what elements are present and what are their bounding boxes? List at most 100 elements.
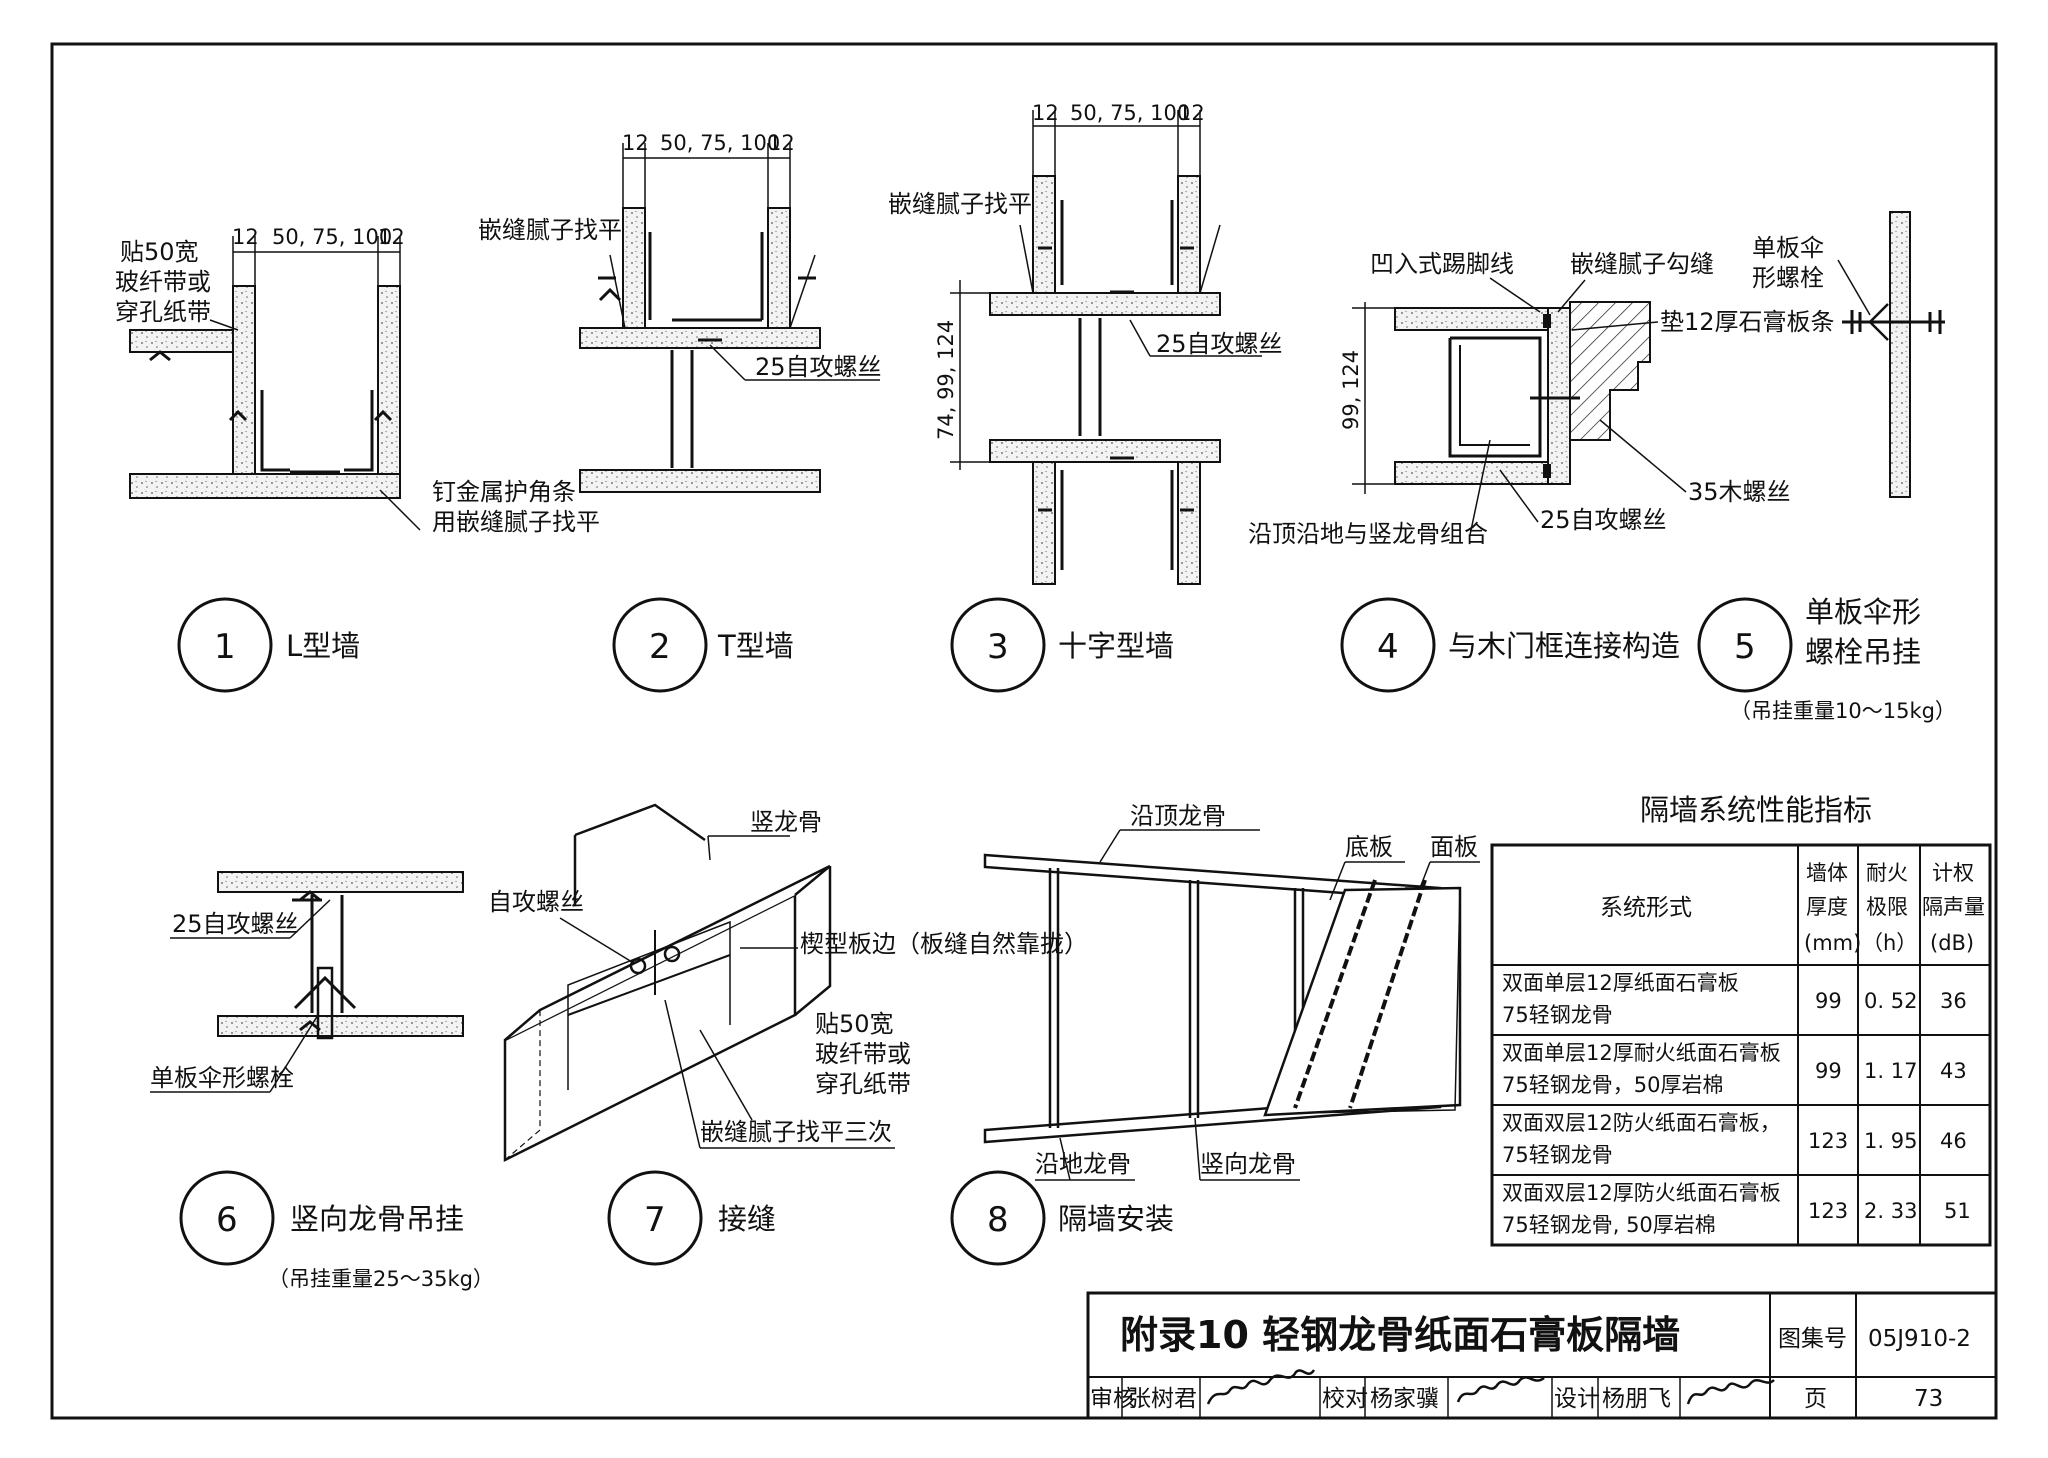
d8-number: 8 bbox=[987, 1200, 1009, 1240]
d1-tape-label-3: 穿孔纸带 bbox=[115, 298, 211, 326]
th-system: 系统形式 bbox=[1600, 895, 1692, 921]
th-sound-1: 计权 bbox=[1932, 861, 1974, 885]
d6-bolt-label: 单板伞形螺栓 bbox=[150, 1064, 294, 1092]
designer-signature bbox=[1686, 1378, 1775, 1405]
d3-dim-side: 74, 99, 124 bbox=[934, 320, 958, 440]
review-label: 审核 bbox=[1090, 1386, 1136, 1412]
designer-name: 杨朋飞 bbox=[1602, 1386, 1671, 1412]
performance-table: 隔墙系统性能指标 系统形式 墙体 厚度 (mm) 耐火 极限 （h） 计权 隔声… bbox=[1490, 793, 1992, 1247]
d7-putty-label: 嵌缝腻子找平三次 bbox=[700, 1118, 892, 1146]
row2-fire: 1. 17 bbox=[1864, 1059, 1917, 1083]
d4-screw-label: 25自攻螺丝 bbox=[1540, 506, 1667, 534]
detail-4-door-frame: 99, 124 凹入式踢脚线 嵌缝腻子勾缝 垫12厚石膏板条 35木螺丝 25自… bbox=[1248, 250, 1835, 693]
row3-system-1: 双面双层12防火纸面石膏板， bbox=[1502, 1111, 1781, 1135]
d1-caption: L型墙 bbox=[286, 629, 360, 663]
d2-number: 2 bbox=[649, 627, 671, 667]
d7-stud-label: 竖龙骨 bbox=[750, 808, 822, 836]
detail-3-cross-wall: 12 50, 75, 100 12 74, 99, 124 嵌缝腻子找平 25自… bbox=[888, 101, 1283, 693]
design-label: 设计 bbox=[1554, 1386, 1600, 1412]
th-fire-3: （h） bbox=[1862, 931, 1917, 955]
th-sound-3: (dB) bbox=[1930, 931, 1974, 955]
d7-number: 7 bbox=[644, 1200, 666, 1240]
d4-skirting-label: 凹入式踢脚线 bbox=[1370, 250, 1514, 278]
d4-number: 4 bbox=[1377, 627, 1399, 667]
d4-pad-label: 垫12厚石膏板条 bbox=[1660, 308, 1835, 336]
d2-putty-label: 嵌缝腻子找平 bbox=[478, 216, 622, 244]
row1-system-1: 双面单层12厚纸面石膏板 bbox=[1502, 971, 1739, 995]
atlas-number: 05J910-2 bbox=[1868, 1326, 1971, 1352]
row2-system-1: 双面单层12厚耐火纸面石膏板 bbox=[1502, 1041, 1781, 1065]
th-fire-1: 耐火 bbox=[1866, 861, 1908, 885]
page-number: 73 bbox=[1914, 1386, 1943, 1412]
d2-caption: T型墙 bbox=[717, 629, 794, 663]
d3-dim-right: 12 bbox=[1178, 101, 1205, 125]
d1-tape-label: 贴50宽 bbox=[120, 238, 199, 266]
d1-dim-right: 12 bbox=[378, 225, 405, 249]
row1-thickness: 99 bbox=[1815, 989, 1842, 1013]
d7-edge-label: 楔型板边（板缝自然靠拢） bbox=[800, 930, 1088, 958]
detail-6-stud-hanging: 25自攻螺丝 单板伞形螺栓 6 竖向龙骨吊挂 （吊挂重量25～35kg） bbox=[150, 871, 494, 1291]
d6-caption: 竖向龙骨吊挂 bbox=[290, 1202, 464, 1236]
d1-number: 1 bbox=[214, 627, 236, 667]
d1-corner-label-2: 用嵌缝腻子找平 bbox=[432, 508, 600, 536]
row1-sound: 36 bbox=[1940, 989, 1967, 1013]
table-title: 隔墙系统性能指标 bbox=[1640, 793, 1872, 827]
d7-tape-label: 贴50宽 bbox=[815, 1010, 894, 1038]
th-fire-2: 极限 bbox=[1866, 895, 1908, 919]
detail-2-t-wall: 12 50, 75, 100 12 嵌缝腻子找平 25自攻螺丝 2 T型墙 bbox=[478, 131, 882, 693]
d4-joint-label: 嵌缝腻子勾缝 bbox=[1570, 250, 1714, 278]
detail-8-installation: 沿顶龙骨 底板 面板 沿地龙骨 竖向龙骨 8 隔墙安装 bbox=[950, 802, 1480, 1266]
d5-caption-2: 螺栓吊挂 bbox=[1805, 635, 1921, 669]
d4-caption: 与木门框连接构造 bbox=[1448, 629, 1680, 663]
check-label: 校对 bbox=[1322, 1386, 1368, 1412]
d3-dim-top: 50, 75, 100 bbox=[1070, 101, 1190, 125]
d5-bolt-label: 单板伞 bbox=[1752, 234, 1824, 262]
d6-note: （吊挂重量25～35kg） bbox=[268, 1267, 494, 1291]
row2-sound: 43 bbox=[1940, 1059, 1967, 1083]
row2-system-2: 75轻钢龙骨，50厚岩棉 bbox=[1502, 1073, 1723, 1097]
th-thickness-1: 墙体 bbox=[1806, 861, 1848, 885]
title-block: 附录10 轻钢龙骨纸面石膏板隔墙 图集号 05J910-2 审核 张树君 校对 … bbox=[1086, 1291, 1998, 1420]
d8-face-board-label: 面板 bbox=[1430, 833, 1478, 861]
detail-7-joint: 竖龙骨 自攻螺丝 楔型板边（板缝自然靠拢） 贴50宽 玻纤带或 穿孔纸带 嵌缝腻… bbox=[488, 803, 1088, 1266]
d5-number: 5 bbox=[1734, 627, 1756, 667]
row3-thickness: 123 bbox=[1808, 1129, 1848, 1153]
d8-floor-track-label: 沿地龙骨 bbox=[1035, 1150, 1131, 1178]
row2-thickness: 99 bbox=[1815, 1059, 1842, 1083]
checker-signature bbox=[1456, 1376, 1545, 1403]
drawing-title: 附录10 轻钢龙骨纸面石膏板隔墙 bbox=[1120, 1313, 1680, 1357]
d3-putty-label: 嵌缝腻子找平 bbox=[888, 190, 1032, 218]
d5-caption: 单板伞形 bbox=[1805, 595, 1921, 629]
d4-combo-label: 沿顶沿地与竖龙骨组合 bbox=[1248, 520, 1488, 548]
d8-top-track-label: 沿顶龙骨 bbox=[1130, 802, 1226, 830]
d5-note: （吊挂重量10～15kg） bbox=[1730, 699, 1956, 723]
d7-screw-label: 自攻螺丝 bbox=[488, 888, 584, 916]
row3-sound: 46 bbox=[1940, 1129, 1967, 1153]
row4-sound: 51 bbox=[1944, 1199, 1971, 1223]
row4-system-2: 75轻钢龙骨, 50厚岩棉 bbox=[1502, 1213, 1716, 1237]
row4-system-1: 双面双层12厚防火纸面石膏板 bbox=[1502, 1181, 1781, 1205]
row3-system-2: 75轻钢龙骨 bbox=[1502, 1143, 1613, 1167]
d1-tape-label-2: 玻纤带或 bbox=[115, 268, 211, 296]
th-thickness-2: 厚度 bbox=[1806, 895, 1848, 919]
d5-bolt-label-2: 形螺栓 bbox=[1752, 264, 1824, 292]
row1-fire: 0. 52 bbox=[1864, 989, 1917, 1013]
d8-base-board-label: 底板 bbox=[1345, 833, 1393, 861]
d8-vertical-label: 竖向龙骨 bbox=[1200, 1150, 1296, 1178]
detail-1-l-wall: 12 50, 75, 100 12 贴50宽 玻纤带或 穿孔纸带 钉金属护角条 … bbox=[115, 225, 600, 693]
d7-tape-label-2: 玻纤带或 bbox=[815, 1040, 911, 1068]
d3-caption: 十字型墙 bbox=[1058, 629, 1174, 663]
d1-corner-label: 钉金属护角条 bbox=[432, 478, 576, 506]
d3-number: 3 bbox=[987, 627, 1009, 667]
checker-name: 杨家骥 bbox=[1370, 1386, 1439, 1412]
d1-dim-top: 50, 75, 100 bbox=[272, 225, 392, 249]
atlas-label: 图集号 bbox=[1778, 1326, 1847, 1352]
page-label: 页 bbox=[1804, 1386, 1827, 1412]
row3-fire: 1. 95 bbox=[1864, 1129, 1917, 1153]
d2-dim-top: 50, 75, 100 bbox=[660, 131, 780, 155]
d8-caption: 隔墙安装 bbox=[1058, 1202, 1174, 1236]
d6-number: 6 bbox=[216, 1200, 238, 1240]
d2-dim-left: 12 bbox=[622, 131, 649, 155]
d4-wood-screw-label: 35木螺丝 bbox=[1688, 478, 1791, 506]
